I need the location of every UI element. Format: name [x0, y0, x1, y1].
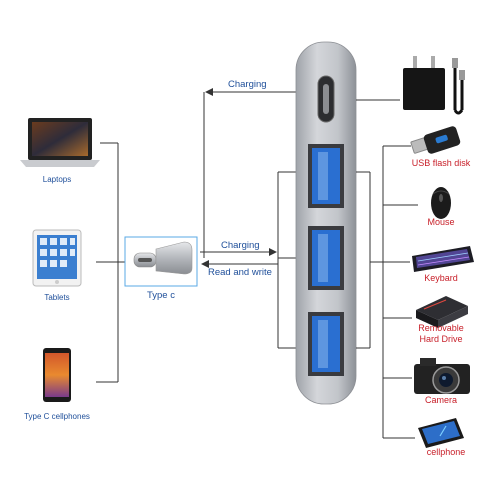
usb-port-1	[308, 144, 344, 208]
mouse-label: Mouse	[427, 217, 454, 227]
charging-mid-label: Charging	[221, 240, 260, 251]
type-c-cellphones-label: Type C cellphones	[24, 412, 90, 421]
power-adapter-icon	[403, 56, 465, 115]
keyboard-icon	[412, 246, 474, 272]
hard-drive-icon	[416, 296, 468, 328]
read-write-label: Read and write	[208, 267, 272, 278]
usb-port-3	[308, 312, 344, 376]
cellphone-label: cellphone	[427, 447, 466, 457]
hard-drive-label: Hard Drive	[419, 334, 462, 344]
connection-lines	[200, 88, 296, 349]
camera-icon	[414, 358, 470, 394]
tablets-label: Tablets	[44, 293, 69, 302]
tablet-icon	[32, 229, 82, 287]
type-c-highlight-box	[124, 236, 198, 287]
smartphone-icon	[43, 348, 71, 402]
usb-flash-disk-icon	[410, 126, 461, 154]
usb-port-2	[308, 226, 344, 290]
left-bracket	[96, 142, 125, 383]
type-c-plug-icon	[133, 241, 193, 275]
cellphone-icon	[418, 418, 464, 448]
type-c-label: Type c	[147, 290, 175, 301]
removable-label: Removable	[418, 323, 464, 333]
mouse-icon	[431, 187, 451, 219]
charging-top-label: Charging	[228, 79, 267, 90]
keyboard-label: Keybard	[424, 273, 458, 283]
laptops-label: Laptops	[43, 175, 71, 184]
camera-label: Camera	[425, 395, 457, 405]
usb-flash-disk-label: USB flash disk	[412, 158, 471, 168]
usb-c-hub	[295, 41, 357, 405]
right-bracket	[356, 99, 418, 439]
laptop-icon	[20, 118, 100, 167]
